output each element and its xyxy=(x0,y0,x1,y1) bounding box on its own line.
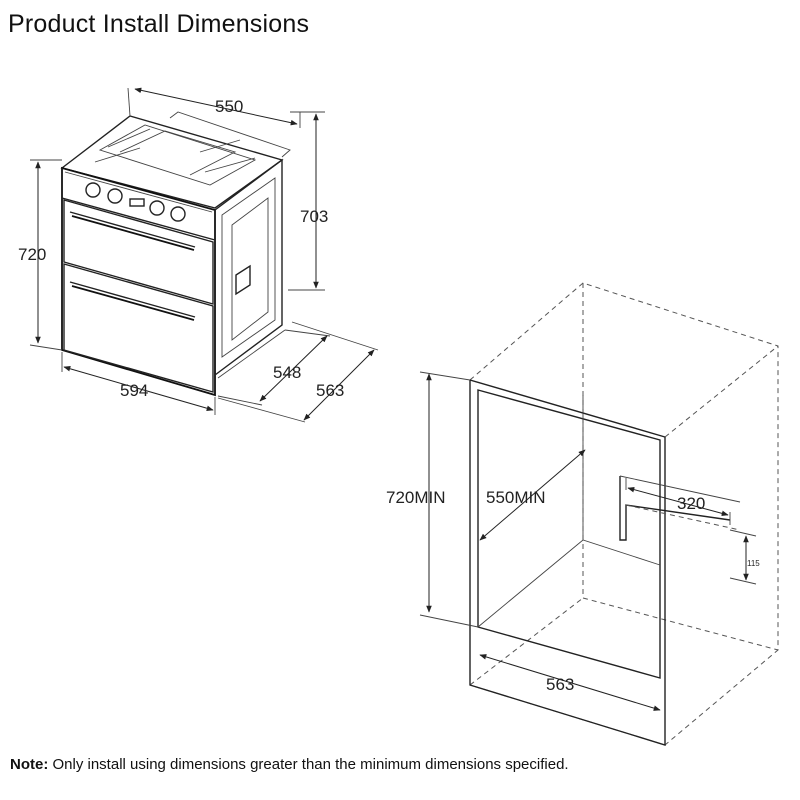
oven-total-height-label: 720 xyxy=(18,245,46,264)
cabinet-width-label: 563 xyxy=(546,675,574,694)
cutout-height-label: 115 xyxy=(747,559,760,568)
page-title: Product Install Dimensions xyxy=(8,10,310,38)
oven-body-depth-label: 548 xyxy=(273,363,301,382)
oven-total-depth-label: 563 xyxy=(316,381,344,400)
note-text: Only install using dimensions greater th… xyxy=(48,756,569,773)
oven-dimension-lines xyxy=(29,87,379,423)
install-note: Note: Only install using dimensions grea… xyxy=(10,756,569,773)
oven-width-label: 594 xyxy=(120,381,148,400)
cabinet-drawing xyxy=(469,282,779,746)
oven-body-height-label: 703 xyxy=(300,207,328,226)
cutout-width-label: 320 xyxy=(677,494,705,513)
oven-depth-top-label: 550 xyxy=(215,97,243,116)
oven-drawing xyxy=(60,111,291,397)
cabinet-dimension-lines xyxy=(419,371,757,711)
cabinet-depth-label: 550MIN xyxy=(486,488,546,507)
cabinet-height-label: 720MIN xyxy=(386,488,446,507)
note-label: Note: xyxy=(10,756,49,773)
